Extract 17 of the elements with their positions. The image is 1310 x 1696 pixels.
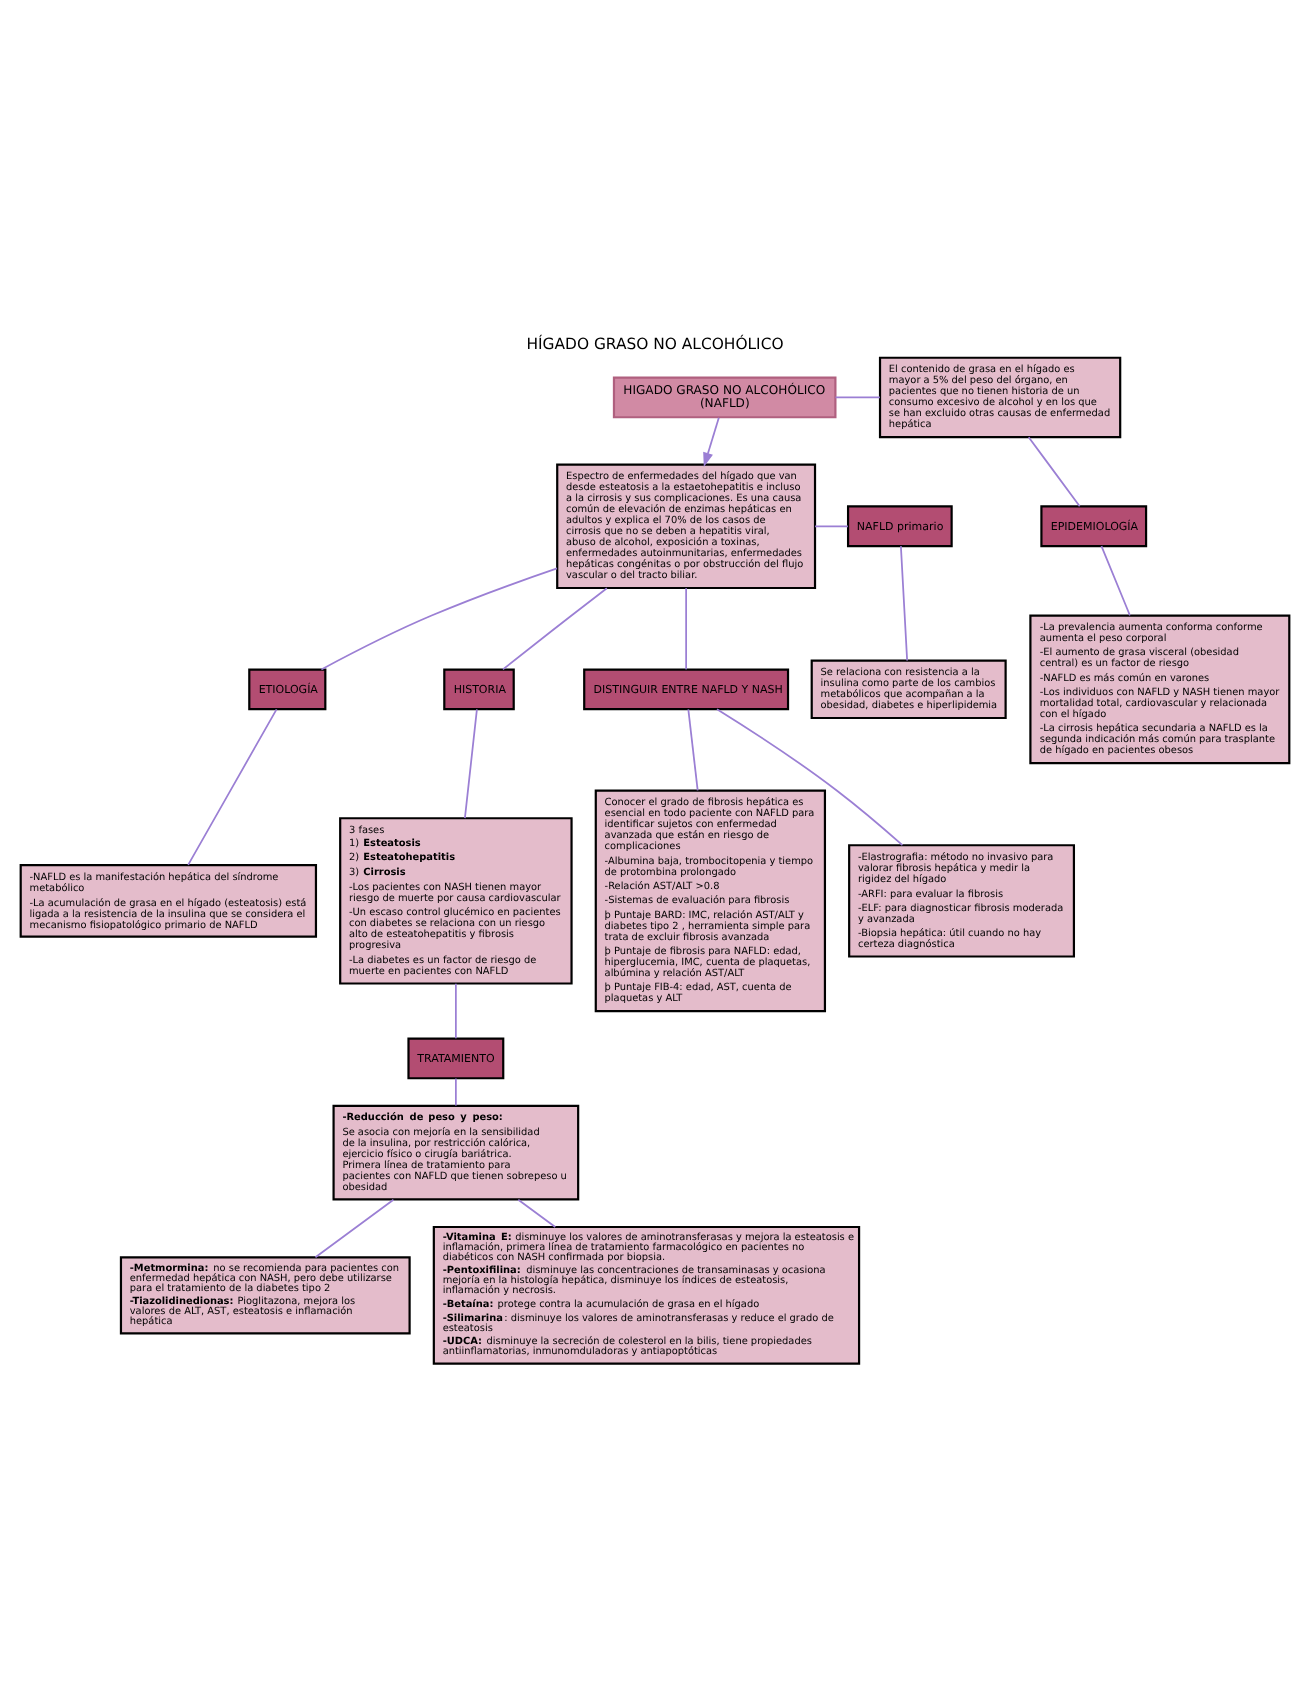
connector	[1100, 545, 1131, 617]
connector	[187, 708, 278, 866]
connector	[834, 396, 881, 399]
connector	[1027, 436, 1081, 508]
connector	[687, 708, 699, 792]
connector	[455, 982, 457, 1040]
connector	[814, 525, 849, 528]
connector	[464, 708, 478, 819]
connector	[716, 708, 904, 846]
connector	[685, 587, 687, 671]
connector	[502, 587, 608, 671]
connector	[314, 1198, 395, 1259]
connector	[900, 545, 908, 662]
arrow	[703, 416, 720, 468]
connector	[455, 1077, 457, 1107]
connector	[517, 1198, 557, 1228]
connector	[320, 567, 558, 671]
